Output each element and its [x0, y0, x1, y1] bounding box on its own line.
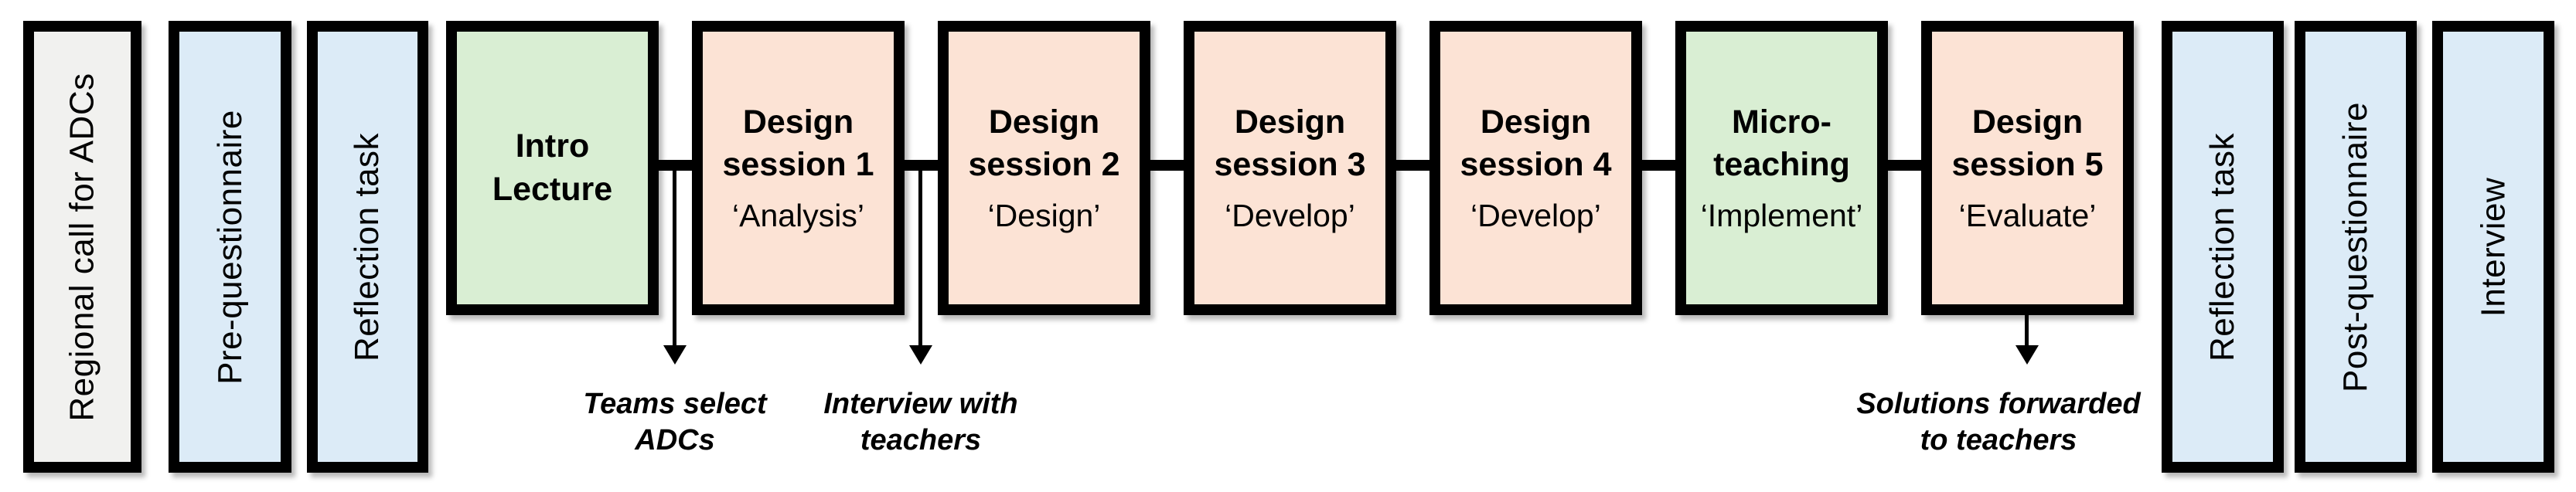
- arrow-line: [2025, 314, 2029, 348]
- connector-session1-to-session2: [903, 160, 939, 171]
- session-micro-teaching-implement: Micro- teaching ‘Implement’: [1675, 21, 1888, 315]
- arrow-down-interview-with-teachers: [909, 171, 932, 365]
- stage-post-questionnaire: Post-questionnaire: [2295, 21, 2417, 473]
- arrow-head-icon: [2015, 345, 2039, 365]
- stage-label: Pre-questionnaire: [210, 109, 249, 385]
- arrow-line: [918, 171, 922, 348]
- arrow-head-icon: [909, 345, 932, 365]
- session-subtitle: ‘Evaluate’: [1958, 197, 2097, 233]
- connector-intro-to-session1: [657, 160, 693, 171]
- arrow-head-icon: [663, 345, 687, 365]
- session-title: Design session 3: [1214, 103, 1366, 183]
- session-subtitle: ‘Develop’: [1470, 197, 1601, 233]
- session-title: Design session 2: [968, 103, 1120, 183]
- stage-label: Reflection task: [348, 132, 387, 361]
- connector-session4-to-microteaching: [1641, 160, 1677, 171]
- stage-pre-questionnaire: Pre-questionnaire: [169, 21, 291, 473]
- stage-reflection-task-post: Reflection task: [2162, 21, 2284, 473]
- stage-label: Post-questionnaire: [2336, 101, 2375, 392]
- session-subtitle: ‘Implement’: [1700, 197, 1863, 233]
- arrow-down-teams-select-adcs: [663, 171, 687, 365]
- session-title: Intro Lecture: [492, 127, 613, 208]
- connector-microteaching-to-session5: [1886, 160, 1923, 171]
- stage-interview: Interview: [2432, 21, 2554, 473]
- annotation-teams-select-adcs: Teams select ADCs: [583, 388, 767, 457]
- session-title: Design session 4: [1460, 103, 1612, 183]
- arrow-line: [673, 171, 676, 348]
- annotation-interview-with-teachers: Interview with teachers: [823, 388, 1018, 457]
- connector-session3-to-session4: [1395, 160, 1431, 171]
- annotation-solutions-forwarded-to-teachers: Solutions forwarded to teachers: [1856, 388, 2141, 457]
- session-subtitle: ‘Analysis’: [732, 197, 864, 233]
- session-title: Design session 1: [722, 103, 874, 183]
- session-design-2-design: Design session 2 ‘Design’: [938, 21, 1150, 315]
- session-title: Design session 5: [1951, 103, 2104, 183]
- session-title: Micro- teaching: [1713, 103, 1850, 183]
- session-subtitle: ‘Develop’: [1225, 197, 1355, 233]
- session-design-4-develop: Design session 4 ‘Develop’: [1429, 21, 1642, 315]
- session-design-1-analysis: Design session 1 ‘Analysis’: [692, 21, 905, 315]
- arrow-down-solutions-forwarded: [2015, 314, 2039, 365]
- session-intro-lecture: Intro Lecture: [446, 21, 659, 315]
- session-design-5-evaluate: Design session 5 ‘Evaluate’: [1921, 21, 2134, 315]
- connector-session2-to-session3: [1149, 160, 1185, 171]
- stage-label: Regional call for ADCs: [63, 72, 101, 422]
- stage-regional-call-for-adcs: Regional call for ADCs: [23, 21, 141, 473]
- session-subtitle: ‘Design’: [987, 197, 1101, 233]
- stage-reflection-task-pre: Reflection task: [307, 21, 428, 473]
- stage-label: Interview: [2474, 177, 2513, 317]
- session-design-3-develop: Design session 3 ‘Develop’: [1184, 21, 1396, 315]
- stage-label: Reflection task: [2203, 132, 2242, 361]
